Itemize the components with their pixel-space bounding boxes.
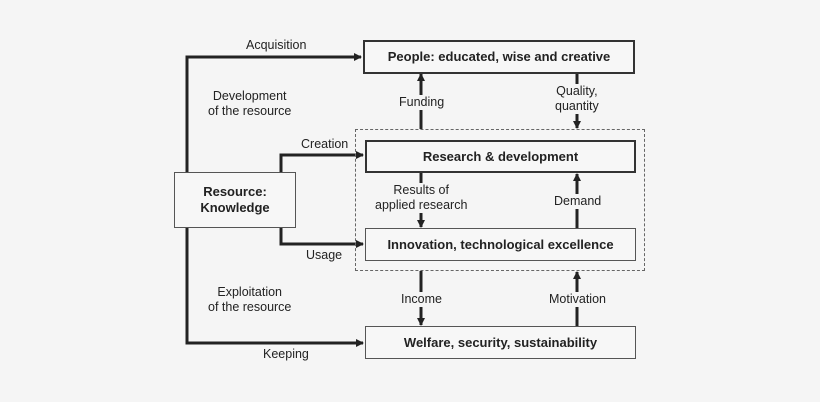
rnd-box: Research & development — [365, 140, 636, 173]
acquisition-label: Acquisition — [246, 38, 307, 52]
results-label-line2: applied research — [375, 198, 468, 212]
motivation-label: Motivation — [549, 292, 606, 307]
demand-label: Demand — [554, 194, 602, 209]
results-label-line1: Results of — [393, 183, 449, 197]
keeping-arrow — [185, 227, 364, 347]
exploitation-label-line1: Exploitation — [217, 285, 282, 299]
development-label: Development of the resource — [208, 89, 291, 119]
quality-label: Quality, quantity — [555, 84, 599, 114]
people-box: People: educated, wise and creative — [363, 40, 635, 74]
creation-label: Creation — [301, 137, 349, 151]
rnd-box-label: Research & development — [422, 148, 579, 164]
welfare-box: Welfare, security, sustainability — [365, 326, 636, 359]
funding-label: Funding — [399, 95, 445, 110]
quality-label-line1: Quality, — [556, 84, 598, 98]
usage-label: Usage — [306, 248, 343, 262]
rnd-innovation-group — [355, 129, 645, 271]
quality-label-line2: quantity — [555, 99, 599, 113]
exploitation-label-line2: of the resource — [208, 300, 292, 314]
keeping-label: Keeping — [263, 347, 309, 361]
exploitation-label: Exploitation of the resource — [208, 285, 291, 315]
resource-box: Resource: Knowledge — [174, 172, 296, 228]
resource-label-line2: Knowledge — [200, 200, 270, 215]
innovation-box: Innovation, technological excellence — [365, 228, 636, 261]
income-label: Income — [401, 292, 442, 307]
people-box-label: People: educated, wise and creative — [387, 49, 611, 64]
results-label: Results of applied research — [375, 183, 468, 213]
usage-arrow — [279, 227, 364, 248]
acquisition-arrow — [185, 53, 362, 172]
welfare-box-label: Welfare, security, sustainability — [403, 334, 598, 350]
development-label-line2: of the resource — [208, 104, 292, 118]
innovation-box-label: Innovation, technological excellence — [387, 236, 614, 252]
resource-label-line1: Resource: — [203, 184, 267, 199]
development-label-line1: Development — [212, 89, 287, 103]
creation-arrow — [279, 151, 364, 172]
